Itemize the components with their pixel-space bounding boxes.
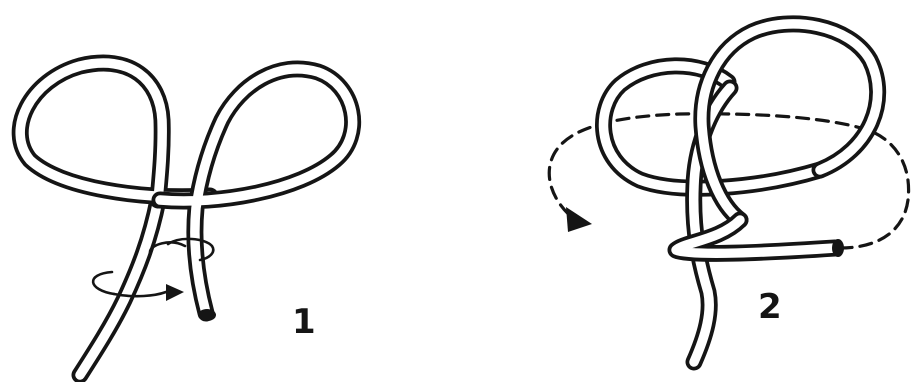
step-2-rope-end <box>832 239 844 257</box>
step-2-number: 2 <box>758 287 782 327</box>
step-1-number: 1 <box>292 302 316 342</box>
step-1-left-strand <box>80 200 158 375</box>
step-1-figure: 1 <box>20 63 352 375</box>
step-1-rope-end <box>198 309 216 321</box>
step-2-figure: 2 <box>549 24 908 362</box>
step-1-left-loop <box>20 63 210 200</box>
step-2-arrowhead <box>566 207 592 232</box>
